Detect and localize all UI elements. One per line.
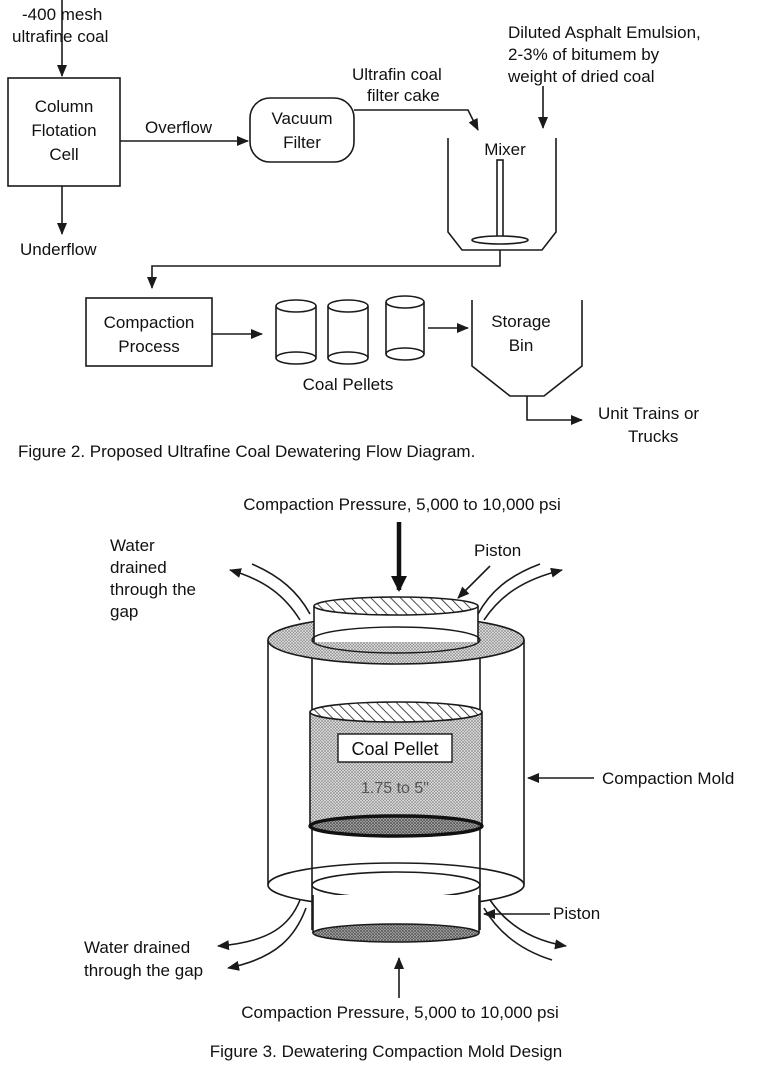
coal-pellet-3 [385, 295, 425, 361]
emulsion-line3: weight of dried coal [507, 67, 654, 86]
pellet-label: Coal Pellet [351, 739, 438, 759]
column-cell-line3: Cell [49, 145, 78, 164]
compaction-process-box [85, 297, 213, 367]
compaction-process-line1: Compaction [104, 313, 195, 332]
feed-label-line2: ultrafine coal [12, 27, 108, 46]
output-line1: Unit Trains or [598, 404, 699, 423]
water-top-line3: through the [110, 580, 196, 599]
pellet-top-piston-face [309, 701, 483, 723]
figure2-flow-diagram: -400 mesh ultrafine coal Column Flotatio… [7, 0, 701, 461]
coal-pellet-1 [275, 299, 317, 365]
water-top-line1: Water [110, 536, 155, 555]
output-line2: Trucks [628, 427, 678, 446]
water-arrow-top-right [483, 567, 563, 621]
filter-cake-line1: Ultrafin coal [352, 65, 442, 84]
water-bottom-line2: through the gap [84, 961, 203, 980]
figure2-caption: Figure 2. Proposed Ultrafine Coal Dewate… [18, 442, 475, 461]
coal-pellet-body [310, 712, 482, 824]
bin-output-arrow [526, 396, 583, 425]
water-arrow-top-left [229, 568, 301, 621]
water-bottom-line1: Water drained [84, 938, 190, 957]
pressure-bottom-label: Compaction Pressure, 5,000 to 10,000 psi [241, 1003, 559, 1022]
coal-pellet-2 [327, 299, 369, 365]
piston-bottom-label: Piston [553, 904, 600, 923]
column-cell-line1: Column [35, 97, 94, 116]
mixer-to-compaction-arrow [147, 250, 501, 289]
underflow-label: Underflow [20, 240, 97, 259]
emulsion-line1: Diluted Asphalt Emulsion, [508, 23, 701, 42]
column-flotation-cell-box [7, 77, 121, 187]
storage-bin-line1: Storage [491, 312, 551, 331]
mold-top-inner [311, 626, 481, 654]
mold-label: Compaction Mold [602, 769, 734, 788]
mixer-shaft [496, 159, 504, 239]
mixer-vessel [447, 138, 557, 251]
water-arrow-bottom-right [489, 899, 567, 950]
bottom-piston-face [312, 923, 480, 943]
pressure-top-label: Compaction Pressure, 5,000 to 10,000 psi [243, 495, 561, 514]
top-piston-face [313, 596, 479, 616]
filter-cake-line2: filter cake [367, 86, 440, 105]
coal-pellets-label: Coal Pellets [303, 375, 394, 394]
water-top-line2: drained [110, 558, 167, 577]
piston-top-label: Piston [474, 541, 521, 560]
figure3-caption: Figure 3. Dewatering Compaction Mold Des… [210, 1042, 562, 1061]
overflow-label: Overflow [145, 118, 213, 137]
mixer-label: Mixer [484, 140, 526, 159]
mold-bottom-inner [311, 871, 481, 899]
pellet-label-box [337, 733, 453, 763]
pellet-bottom-face [308, 814, 484, 838]
mixer-impeller [471, 235, 529, 245]
column-cell-line2: Flotation [31, 121, 96, 140]
vacuum-filter-box [249, 97, 355, 163]
compaction-process-line2: Process [118, 337, 179, 356]
emulsion-line2: 2-3% of bitumem by [508, 45, 660, 64]
filter-cake-arrow [354, 109, 479, 131]
piston-top-pointer [457, 565, 491, 599]
figure3-mold-diagram: Compaction Pressure, 5,000 to 10,000 psi… [84, 495, 734, 1061]
water-arrow-bottom-left [217, 899, 301, 951]
storage-bin-line2: Bin [509, 336, 534, 355]
pellet-size-label: 1.75 to 5" [361, 780, 429, 797]
water-top-line4: gap [110, 602, 138, 621]
vacuum-filter-line1: Vacuum [271, 109, 332, 128]
vacuum-filter-line2: Filter [283, 133, 321, 152]
